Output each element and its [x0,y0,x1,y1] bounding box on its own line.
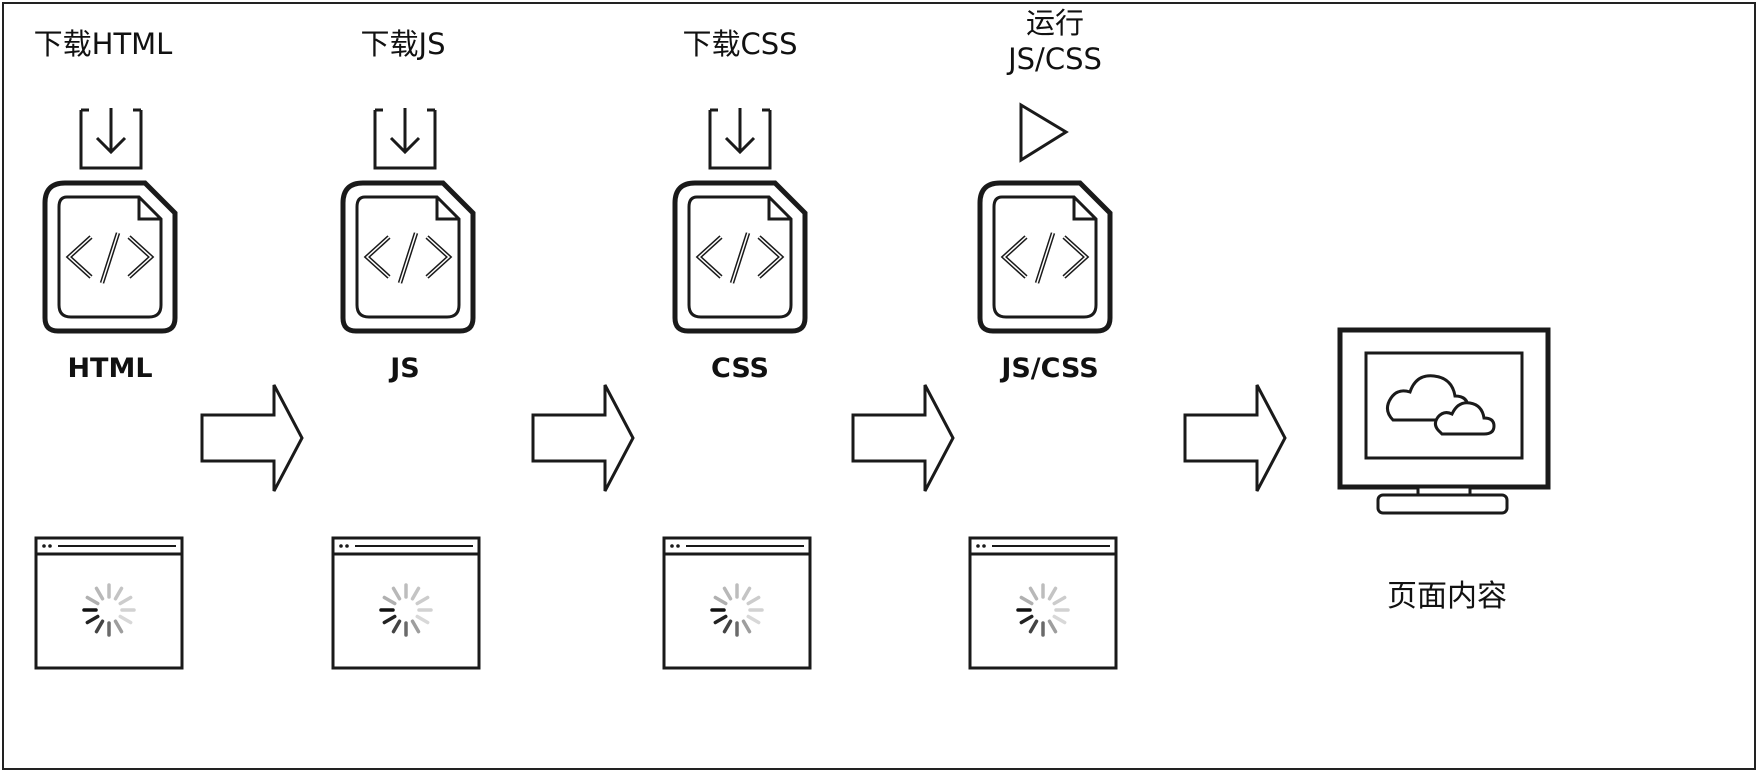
browser-loading-icon [662,536,812,670]
browser-loading-icon [34,536,184,670]
step-2-resource-label: JS [390,353,420,384]
download-icon [79,106,143,170]
step-4-resource-label: JS/CSS [1001,353,1099,384]
play-icon [1019,102,1069,163]
download-icon [373,106,437,170]
code-file-icon [45,183,175,331]
flow-arrow-4 [1183,383,1287,493]
flow-arrow-3 [851,383,955,493]
browser-loading-icon [331,536,481,670]
step-1-action-label: 下载HTML [33,27,173,61]
flow-arrow-1 [200,383,304,493]
step-1-resource-label: HTML [67,353,153,384]
browser-loading-icon [968,536,1118,670]
monitor-cloud-icon [1337,327,1551,515]
step-3-resource-label: CSS [711,353,769,384]
flow-arrow-2 [531,383,635,493]
code-file-icon [675,183,805,331]
download-icon [708,106,772,170]
step-4-action-label-line2: JS/CSS [1008,42,1102,76]
step-4-action-label-line1: 运行 [1025,6,1084,40]
step-2-action-label: 下载JS [360,27,446,61]
code-file-icon [980,183,1110,331]
code-file-icon [343,183,473,331]
step-3-action-label: 下载CSS [682,27,798,61]
page-content-label: 页面内容 [1387,579,1507,614]
